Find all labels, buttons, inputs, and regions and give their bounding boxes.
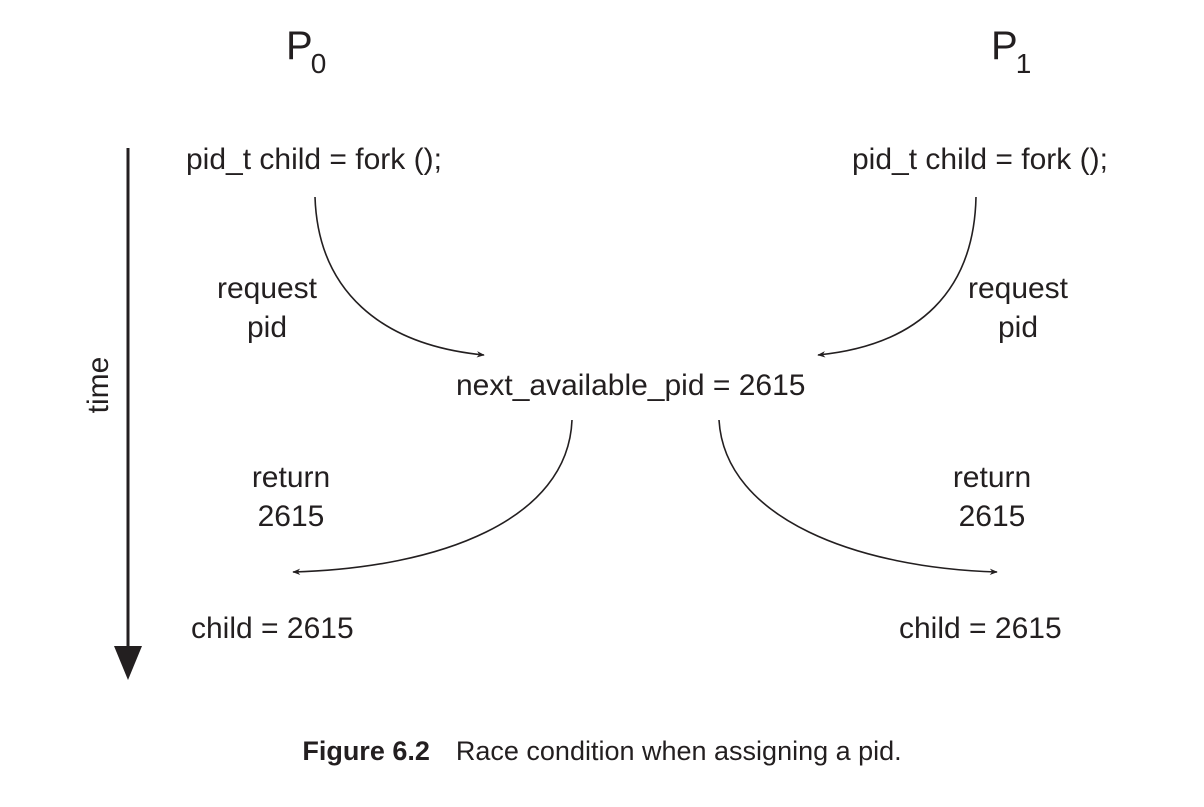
time-axis-arrowhead xyxy=(114,646,142,680)
p0-return-label: return 2615 xyxy=(231,458,351,536)
p0-child-result: child = 2615 xyxy=(191,612,354,645)
p0-request-line1: request xyxy=(216,272,318,305)
p1-return-arrow xyxy=(718,419,998,575)
process-p1-label: P1 xyxy=(991,24,1031,79)
p0-return-line2: 2615 xyxy=(257,500,325,533)
p1-return-label: return 2615 xyxy=(932,458,1052,536)
p1-request-label: request pid xyxy=(948,269,1088,347)
process-p1-subscript: 1 xyxy=(1015,48,1032,79)
time-axis-label: time xyxy=(82,356,115,414)
p1-request-arrow xyxy=(817,196,977,358)
shared-pid-variable: next_available_pid = 2615 xyxy=(456,369,806,402)
figure-caption-text: Race condition when assigning a pid. xyxy=(455,736,902,766)
p1-request-line2: pid xyxy=(997,311,1039,344)
process-p0-label: P0 xyxy=(286,24,326,79)
p0-fork-statement: pid_t child = fork (); xyxy=(186,143,442,176)
p1-child-result: child = 2615 xyxy=(899,612,1062,645)
process-p1-letter: P xyxy=(991,24,1018,68)
process-p0-subscript: 0 xyxy=(310,48,327,79)
p0-return-line1: return xyxy=(251,461,331,494)
p1-fork-statement: pid_t child = fork (); xyxy=(852,143,1108,176)
p0-request-line2: pid xyxy=(246,311,288,344)
p0-return-arrow xyxy=(292,419,573,576)
p1-request-line1: request xyxy=(967,272,1069,305)
figure-caption: Figure 6.2 Race condition when assigning … xyxy=(0,734,1204,768)
p1-return-line1: return xyxy=(952,461,1032,494)
process-p0-letter: P xyxy=(286,24,313,68)
figure-number: Figure 6.2 xyxy=(302,736,430,766)
p0-request-label: request pid xyxy=(197,269,337,347)
p0-request-arrow xyxy=(314,196,485,358)
p1-return-line2: 2615 xyxy=(958,500,1026,533)
